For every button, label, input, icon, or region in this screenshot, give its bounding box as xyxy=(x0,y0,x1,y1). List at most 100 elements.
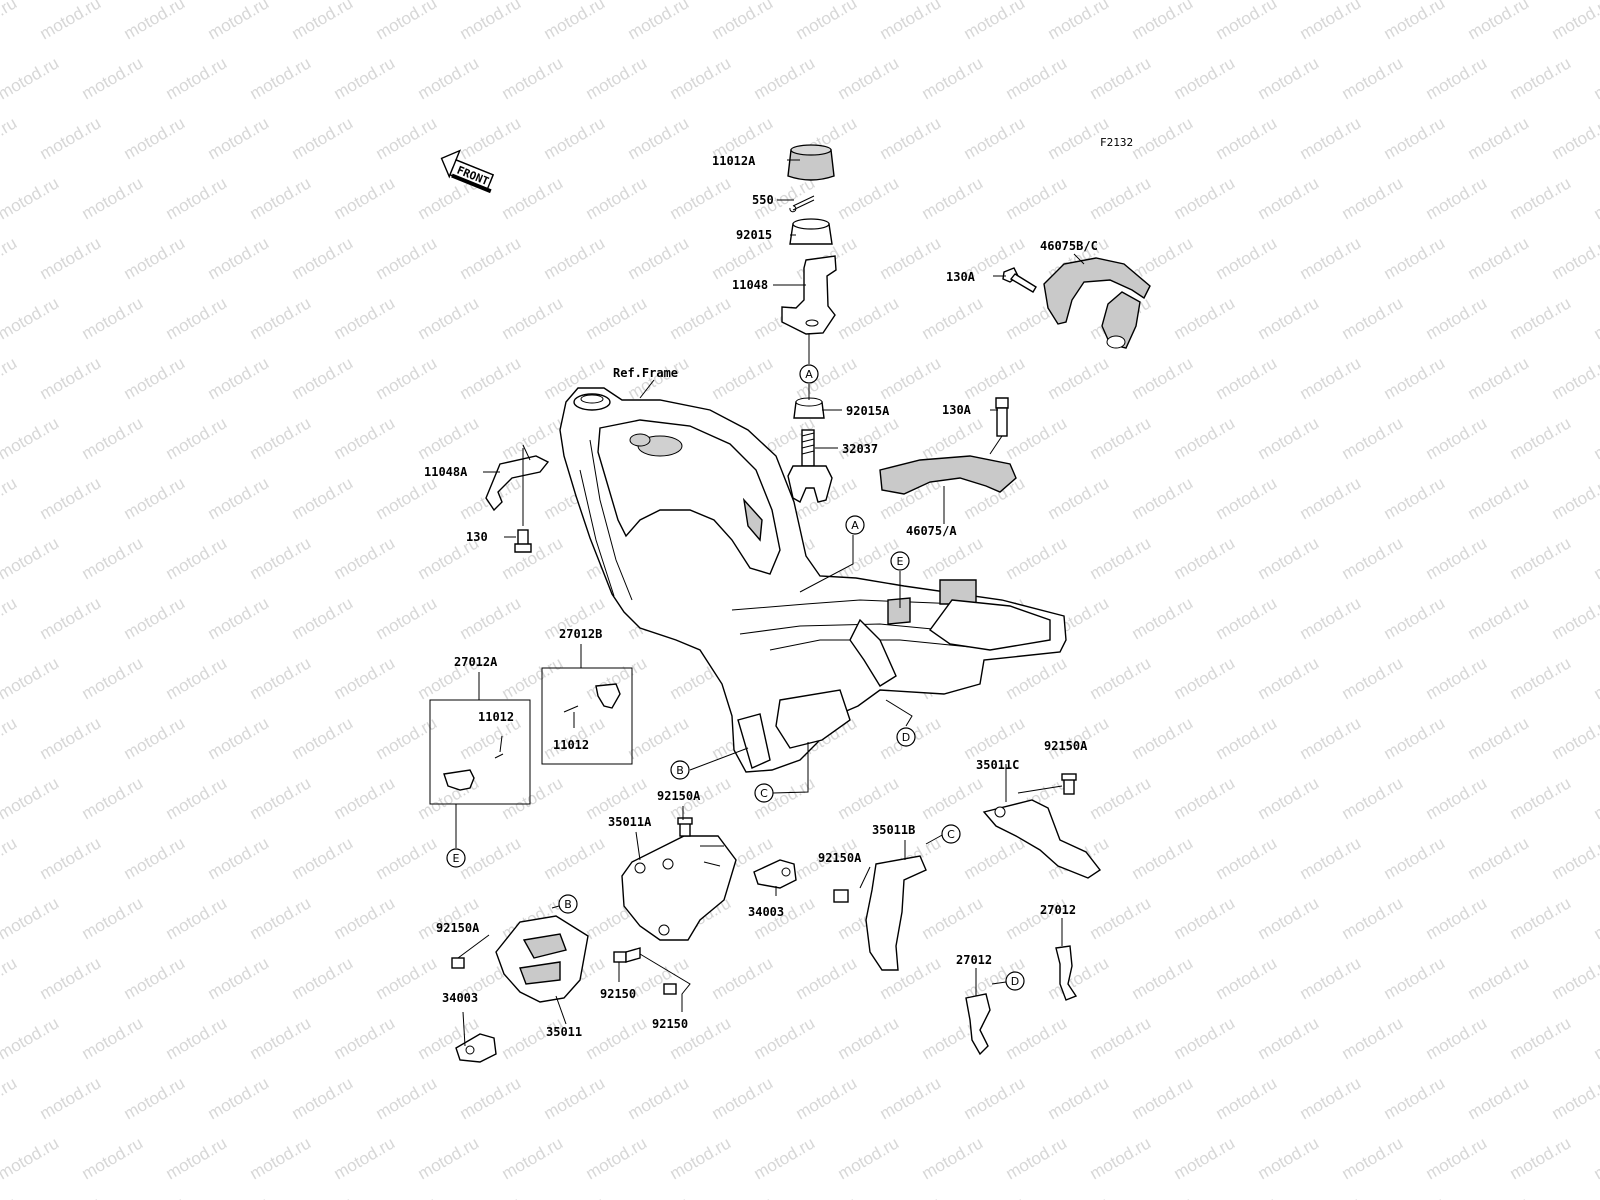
watermark-text: motod.ru xyxy=(1213,233,1281,283)
watermark-text: motod.ru xyxy=(709,1193,777,1200)
watermark-text: motod.ru xyxy=(0,533,62,583)
watermark-text: motod.ru xyxy=(1591,413,1600,463)
bracket-11048 xyxy=(781,255,837,335)
watermark-text: motod.ru xyxy=(877,233,945,283)
watermark-text: motod.ru xyxy=(1087,1133,1155,1183)
watermark-text: motod.ru xyxy=(163,1013,231,1063)
watermark-text: motod.ru xyxy=(1507,173,1575,223)
cap-11012A xyxy=(787,144,835,181)
watermark-text: motod.ru xyxy=(457,1193,525,1200)
watermark-text: motod.ru xyxy=(1549,833,1600,883)
grab-rail-46075BC xyxy=(1043,257,1151,349)
watermark-text: motod.ru xyxy=(0,833,20,883)
watermark-text: motod.ru xyxy=(1087,533,1155,583)
watermark-text: motod.ru xyxy=(205,1073,273,1123)
watermark-text: motod.ru xyxy=(0,0,20,43)
watermark-text: motod.ru xyxy=(961,113,1029,163)
watermark-text: motod.ru xyxy=(1549,0,1600,43)
watermark-text: motod.ru xyxy=(121,1193,189,1200)
grab-rail-46075A xyxy=(879,455,1017,495)
watermark-text: motod.ru xyxy=(1423,413,1491,463)
leader-lines xyxy=(455,159,1085,1047)
watermark-text: motod.ru xyxy=(1381,0,1449,43)
peg-34003-right xyxy=(753,859,797,889)
watermark-text: motod.ru xyxy=(793,1073,861,1123)
watermark-text: motod.ru xyxy=(163,53,231,103)
watermark-text: motod.ru xyxy=(1381,353,1449,403)
watermark-text: motod.ru xyxy=(1423,533,1491,583)
main-frame xyxy=(559,387,1067,773)
watermark-text: motod.ru xyxy=(709,353,777,403)
watermark-text: motod.ru xyxy=(1297,1193,1365,1200)
watermark-text: motod.ru xyxy=(1465,233,1533,283)
watermark-text: motod.ru xyxy=(0,593,20,643)
watermark-text: motod.ru xyxy=(1549,353,1600,403)
watermark-text: motod.ru xyxy=(37,233,105,283)
watermark-text: motod.ru xyxy=(1381,593,1449,643)
watermark-text: motod.ru xyxy=(1171,893,1239,943)
watermark-text: motod.ru xyxy=(37,953,105,1003)
watermark-text: motod.ru xyxy=(457,233,525,283)
watermark-text: motod.ru xyxy=(1171,1013,1239,1063)
watermark-text: motod.ru xyxy=(79,773,147,823)
watermark-text: motod.ru xyxy=(163,533,231,583)
clip-27012-right xyxy=(1055,945,1078,1001)
watermark-text: motod.ru xyxy=(121,473,189,523)
label-27012B: 27012B xyxy=(559,627,602,641)
svg-text:B: B xyxy=(564,898,572,911)
watermark-text: motod.ru xyxy=(1255,533,1323,583)
watermark-text: motod.ru xyxy=(1381,713,1449,763)
watermark-text: motod.ru xyxy=(373,233,441,283)
watermark-text: motod.ru xyxy=(373,473,441,523)
bracket-11048A xyxy=(485,444,550,512)
bolt-92150A-upper-left xyxy=(677,817,693,837)
watermark-text: motod.ru xyxy=(247,533,315,583)
watermark-text: motod.ru xyxy=(1591,1013,1600,1063)
watermark-text: motod.ru xyxy=(0,1013,62,1063)
watermark-text: motod.ru xyxy=(835,1133,903,1183)
watermark-text: motod.ru xyxy=(1297,953,1365,1003)
watermark-text: motod.ru xyxy=(1507,1133,1575,1183)
watermark-text: motod.ru xyxy=(1591,773,1600,823)
watermark-text: motod.ru xyxy=(415,1133,483,1183)
watermark-text: motod.ru xyxy=(1129,473,1197,523)
watermark-text: motod.ru xyxy=(1339,653,1407,703)
watermark-text: motod.ru xyxy=(1591,53,1600,103)
watermark-text: motod.ru xyxy=(1549,593,1600,643)
watermark-text: motod.ru xyxy=(1213,473,1281,523)
watermark-text: motod.ru xyxy=(541,1073,609,1123)
label-34003-left: 34003 xyxy=(442,991,478,1005)
label-32037: 32037 xyxy=(842,442,878,456)
callout-d-clip: D xyxy=(1005,971,1025,991)
watermark-text: motod.ru xyxy=(0,173,62,223)
watermark-text: motod.ru xyxy=(1129,713,1197,763)
watermark-text: motod.ru xyxy=(709,0,777,43)
watermark-text: motod.ru xyxy=(163,893,231,943)
watermark-text: motod.ru xyxy=(1213,593,1281,643)
watermark-text: motod.ru xyxy=(0,713,20,763)
watermark-text: motod.ru xyxy=(289,1193,357,1200)
watermark-text: motod.ru xyxy=(919,893,987,943)
label-11048A: 11048A xyxy=(424,465,468,479)
watermark-text: motod.ru xyxy=(331,293,399,343)
label-92150A-upper-left: 92150A xyxy=(657,789,701,803)
label-46075A: 46075/A xyxy=(906,524,957,538)
label-11012-box-b: 11012 xyxy=(553,738,589,752)
pin-550 xyxy=(789,195,815,213)
watermark-text: motod.ru xyxy=(1465,353,1533,403)
watermark-text: motod.ru xyxy=(289,833,357,883)
watermark-text: motod.ru xyxy=(1171,293,1239,343)
watermark-text: motod.ru xyxy=(961,0,1029,43)
clip-27012A xyxy=(443,753,504,791)
watermark-text: motod.ru xyxy=(205,353,273,403)
watermark-text: motod.ru xyxy=(1255,293,1323,343)
bolt-92150-upper xyxy=(613,947,641,963)
watermark-text: motod.ru xyxy=(793,953,861,1003)
watermark-text: motod.ru xyxy=(1171,173,1239,223)
watermark-text: motod.ru xyxy=(205,113,273,163)
watermark-text: motod.ru xyxy=(1003,1133,1071,1183)
watermark-text: motod.ru xyxy=(331,413,399,463)
watermark-text: motod.ru xyxy=(373,0,441,43)
watermark-text: motod.ru xyxy=(1213,833,1281,883)
